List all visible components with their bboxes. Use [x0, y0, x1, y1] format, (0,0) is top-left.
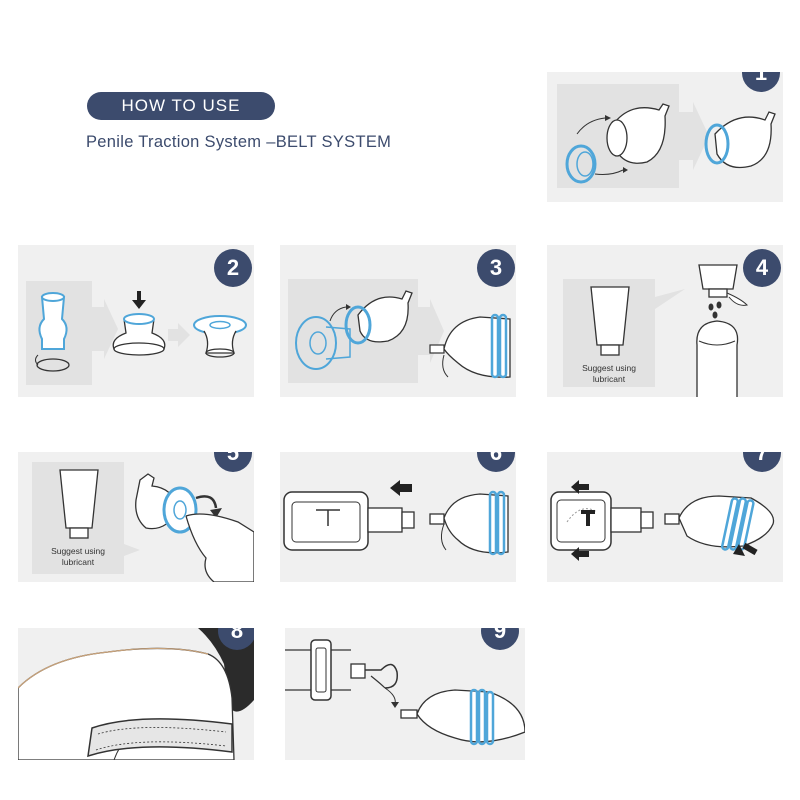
step-8-illustration: [18, 628, 254, 760]
step-5-illustration: [32, 462, 254, 582]
step-4-caption-line1: Suggest using: [582, 363, 636, 373]
step-9-panel: 9: [285, 628, 525, 760]
how-to-use-badge: HOW TO USE: [87, 92, 275, 120]
step-3-illustration: [288, 279, 511, 383]
step-8-panel: 8: [18, 628, 254, 760]
step-4-panel: 4 Suggest using lubricant: [547, 245, 783, 397]
step-3-panel: 3: [280, 245, 516, 397]
step-5-number: 5: [214, 452, 252, 472]
step-1-number: 1: [742, 72, 780, 92]
step-2-number: 2: [214, 249, 252, 287]
step-8-number: 8: [218, 628, 254, 650]
step-1-panel: 1: [547, 72, 783, 202]
step-7-illustration: [550, 480, 775, 561]
step-5-caption-line1: Suggest using: [51, 546, 105, 556]
step-6-number: 6: [477, 452, 515, 472]
page-subtitle: Penile Traction System –BELT SYSTEM: [86, 133, 392, 151]
step-3-number: 3: [477, 249, 515, 287]
step-2-illustration: [26, 281, 247, 385]
step-7-number: 7: [743, 452, 781, 472]
step-4-illustration: [563, 264, 749, 397]
step-6-illustration: [283, 480, 509, 556]
step-4-caption: Suggest using lubricant: [565, 363, 653, 385]
step-1-illustration: [557, 84, 776, 188]
step-7-panel: 7: [547, 452, 783, 582]
step-4-number: 4: [743, 249, 781, 287]
step-9-number: 9: [481, 628, 519, 650]
step-5-caption: Suggest using lubricant: [34, 546, 122, 568]
step-2-panel: 2: [18, 245, 254, 397]
step-9-illustration: [285, 639, 525, 746]
step-5-caption-line2: lubricant: [61, 557, 95, 567]
step-4-caption-line2: lubricant: [592, 374, 626, 384]
step-5-panel: 5 Suggest using lubricant: [18, 452, 254, 582]
step-6-panel: 6: [280, 452, 516, 582]
